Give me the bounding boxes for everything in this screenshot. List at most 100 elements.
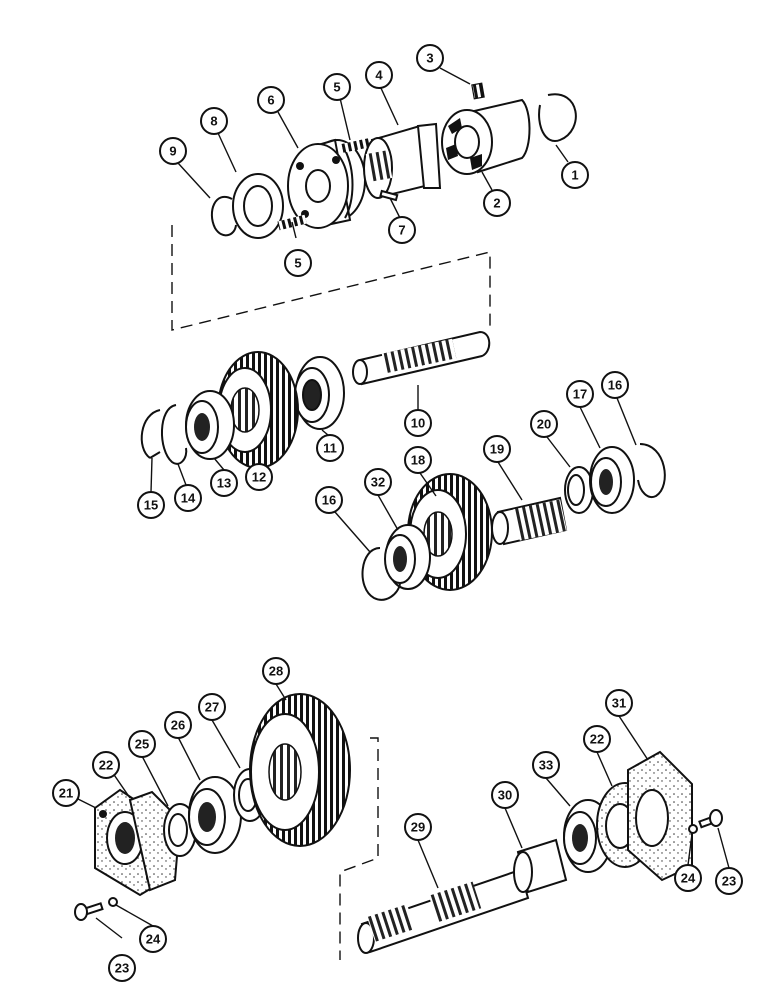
callout-25: 25 (128, 730, 156, 758)
callout-23-right: 23 (715, 867, 743, 895)
callout-18: 18 (404, 446, 432, 474)
svg-text:30: 30 (498, 788, 512, 803)
callout-5-lower: 5 (284, 249, 312, 277)
callout-24-left: 24 (139, 925, 167, 953)
bearing-part-26 (188, 776, 242, 854)
assembly-dashed-line (171, 225, 491, 331)
callout-22-left: 22 (92, 751, 120, 779)
callout-6: 6 (257, 86, 285, 114)
callout-28: 28 (262, 657, 290, 685)
snap-ring-part-14 (160, 404, 188, 465)
svg-text:29: 29 (411, 820, 425, 835)
bottom-assembly (74, 693, 723, 960)
setscrew-part (471, 82, 485, 100)
callout-16-left: 16 (315, 486, 343, 514)
svg-text:1: 1 (571, 168, 578, 183)
callout-32: 32 (364, 468, 392, 496)
snap-ring-part-16-left (361, 547, 401, 601)
callout-12: 12 (245, 463, 273, 491)
callout-33: 33 (532, 751, 560, 779)
callout-22-right: 22 (583, 725, 611, 753)
svg-text:23: 23 (115, 961, 129, 976)
svg-text:31: 31 (612, 696, 626, 711)
spacer-part-20 (564, 466, 594, 514)
svg-text:5: 5 (333, 80, 340, 95)
cover-plate-part (627, 750, 693, 882)
svg-text:23: 23 (722, 874, 736, 889)
callout-14: 14 (174, 484, 202, 512)
svg-text:25: 25 (135, 737, 149, 752)
callout-20: 20 (530, 410, 558, 438)
callout-23-left: 23 (108, 954, 136, 982)
gear-part-28 (249, 693, 351, 847)
svg-text:4: 4 (375, 68, 383, 83)
snap-ring-part (210, 196, 237, 237)
callout-9: 9 (159, 137, 187, 165)
svg-text:15: 15 (144, 498, 158, 513)
callout-19: 19 (483, 435, 511, 463)
callout-1: 1 (561, 161, 589, 189)
callout-29: 29 (404, 813, 432, 841)
svg-text:22: 22 (99, 758, 113, 773)
dog-collar-part (441, 98, 531, 175)
svg-text:20: 20 (537, 417, 551, 432)
svg-text:26: 26 (171, 718, 185, 733)
svg-text:32: 32 (371, 475, 385, 490)
snap-ring-part-15 (140, 409, 161, 459)
svg-text:5: 5 (294, 256, 301, 271)
svg-text:13: 13 (217, 476, 231, 491)
svg-text:17: 17 (573, 387, 587, 402)
lock-washer-part-right (688, 824, 698, 834)
svg-text:16: 16 (322, 493, 336, 508)
callout-2: 2 (483, 189, 511, 217)
bearing-part-13 (185, 390, 235, 460)
svg-text:11: 11 (323, 441, 337, 456)
svg-text:28: 28 (269, 664, 283, 679)
synchro-hub-part (287, 138, 366, 229)
svg-text:3: 3 (426, 51, 433, 66)
bearing-part-17 (589, 446, 635, 514)
sleeve-part-30 (513, 838, 568, 894)
svg-text:6: 6 (267, 93, 274, 108)
key-part (379, 189, 399, 202)
callout-15: 15 (137, 491, 165, 519)
callout-7: 7 (388, 216, 416, 244)
callout-16-right: 16 (601, 371, 629, 399)
callout-4: 4 (365, 61, 393, 89)
bearing-part-11 (294, 356, 345, 430)
svg-text:27: 27 (205, 700, 219, 715)
assembly-dashed-line-bottom (339, 737, 379, 960)
callout-24-right: 24 (674, 864, 702, 892)
snap-ring-part-16-right (637, 443, 666, 498)
svg-text:10: 10 (411, 416, 425, 431)
svg-text:7: 7 (398, 223, 405, 238)
svg-text:18: 18 (411, 453, 425, 468)
coupler-sleeve-part (363, 122, 442, 199)
callout-13: 13 (210, 469, 238, 497)
callout-30: 30 (491, 781, 519, 809)
callout-31: 31 (605, 689, 633, 717)
spring-part-upper (341, 138, 371, 153)
bearing-part-32 (384, 524, 431, 590)
svg-text:2: 2 (493, 196, 500, 211)
callout-26: 26 (164, 711, 192, 739)
callouts: 1 2 3 4 5 5 6 7 8 9 10 11 12 13 14 15 16… (52, 44, 743, 982)
svg-text:14: 14 (181, 491, 196, 506)
svg-text:22: 22 (590, 732, 604, 747)
pinion-shaft-part (491, 496, 568, 546)
snap-ring-right-part (538, 93, 577, 143)
callout-17: 17 (566, 380, 594, 408)
callout-3: 3 (416, 44, 444, 72)
bolt-part-left (74, 902, 104, 921)
svg-text:8: 8 (210, 114, 217, 129)
svg-text:33: 33 (539, 758, 553, 773)
callout-10: 10 (404, 409, 432, 437)
svg-text:21: 21 (59, 786, 73, 801)
svg-text:19: 19 (490, 442, 504, 457)
lock-washer-part-left (108, 897, 118, 907)
svg-text:12: 12 (252, 470, 266, 485)
output-shaft-part (357, 868, 530, 954)
callout-27: 27 (198, 693, 226, 721)
svg-text:24: 24 (146, 932, 161, 947)
